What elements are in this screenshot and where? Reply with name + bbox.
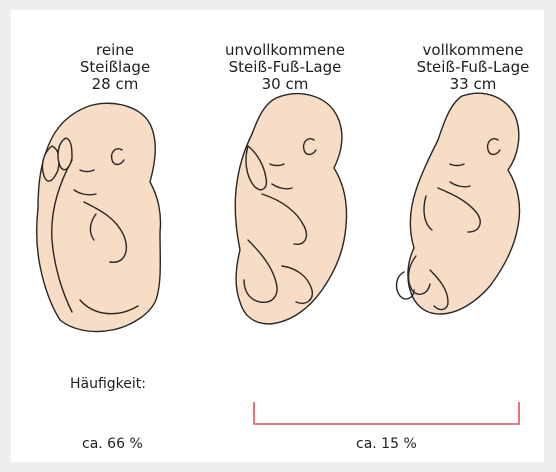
fetus-pure-breech [37, 103, 161, 331]
frequency-bracket [254, 402, 519, 424]
frequency-pure-breech: ca. 66 % [82, 436, 143, 452]
frequency-footling-breech: ca. 15 % [356, 436, 417, 452]
frequency-label: Häufigkeit: [70, 376, 146, 392]
fetus-incomplete-breech [235, 94, 346, 324]
fetus-complete-breech [397, 93, 520, 314]
